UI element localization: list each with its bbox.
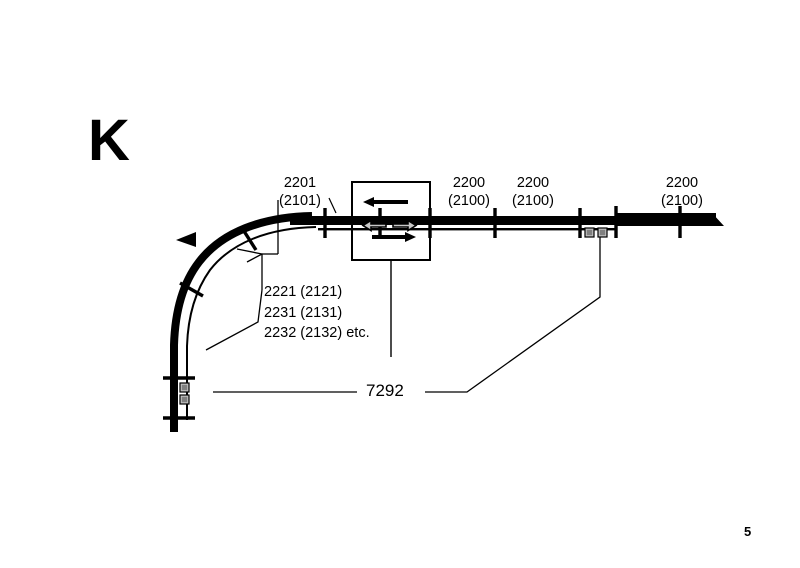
leader-line-7292: [213, 237, 601, 393]
track-label-bottom: (2101): [279, 193, 321, 210]
track-label-bottom: (2100): [512, 193, 554, 210]
note-block: 2221 (2121) 2231 (2131) 2232 (2132) etc.: [264, 282, 370, 344]
curved-track-inner-rail: [186, 226, 317, 420]
note-line-1: 2221 (2121): [264, 284, 343, 300]
note-line-2: 2231 (2131): [264, 304, 343, 321]
straight-track-main-rail: [290, 213, 724, 226]
leader-line-note-block: [205, 200, 279, 351]
track-label-bottom: (2100): [448, 193, 490, 210]
track-label-2200-b: 2200 (2100): [501, 174, 565, 210]
arrow-right-solid-icon: [372, 232, 416, 242]
track-label-bottom: (2100): [661, 193, 703, 210]
arrow-left-solid-icon: [363, 197, 408, 207]
track-label-2200-c: 2200 (2100): [650, 174, 714, 210]
callout-number-7292: 7292: [366, 381, 404, 400]
direction-arrow-box: [351, 181, 431, 261]
arrow-left-outline-icon: [361, 219, 387, 232]
page-number: 5: [744, 524, 752, 539]
arrow-right-outline-icon: [392, 219, 418, 232]
track-label-2201: 2201 (2101): [268, 174, 332, 210]
track-label-top: 2200: [452, 175, 486, 191]
leader-line-2201: [328, 197, 337, 214]
note-line-3: 2232 (2132) etc.: [264, 325, 370, 342]
curve-tail-arrowhead: [176, 232, 196, 247]
signal-marker-squares: [179, 227, 608, 405]
track-label-2200-a: 2200 (2100): [437, 174, 501, 210]
curve-tick-marks: [163, 227, 258, 420]
track-label-top: 2201: [283, 175, 317, 191]
track-label-top: 2200: [516, 175, 550, 191]
track-label-top: 2200: [665, 175, 699, 191]
figure-letter: K: [88, 108, 130, 173]
curved-track-main: [170, 212, 313, 432]
straight-track-secondary-rail: [318, 228, 616, 231]
